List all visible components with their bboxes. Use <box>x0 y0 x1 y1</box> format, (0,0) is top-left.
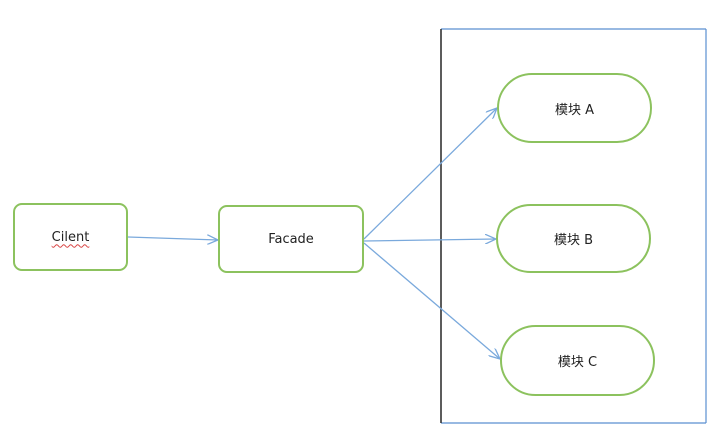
facade-label: Facade <box>268 231 314 247</box>
client-node[interactable]: Cilent <box>13 203 128 271</box>
arrow-facade-to-module-b <box>363 239 496 241</box>
arrow-facade-to-module-c <box>363 242 500 359</box>
arrow-client-to-facade <box>127 237 218 240</box>
arrow-facade-to-module-a <box>363 108 497 240</box>
module-a-node[interactable]: 模块 A <box>497 73 652 143</box>
facade-node[interactable]: Facade <box>218 205 364 273</box>
module-c-label: 模块 C <box>557 355 598 370</box>
module-a-label: 模块 A <box>554 102 595 118</box>
module-b-label: 模块 B <box>553 233 594 248</box>
module-c-node[interactable]: 模块 C <box>500 325 655 396</box>
client-label: Cilent <box>51 229 90 245</box>
subsystem-container <box>440 28 707 424</box>
module-b-node[interactable]: 模块 B <box>496 204 651 273</box>
